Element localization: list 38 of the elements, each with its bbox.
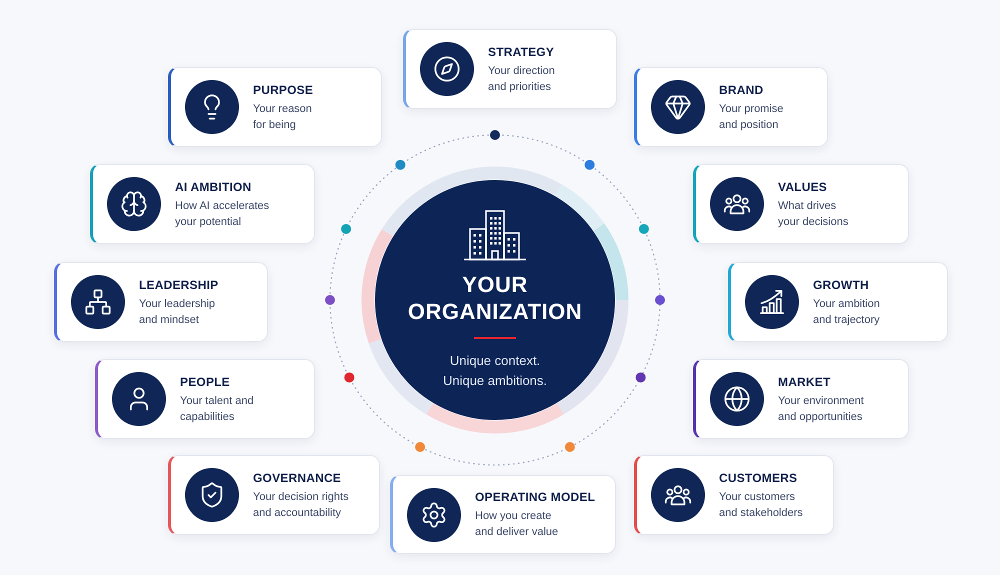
card-description: Your customers and stakeholders bbox=[719, 490, 804, 520]
card-title: GROWTH bbox=[813, 276, 870, 292]
card-title: MARKET bbox=[778, 374, 832, 390]
card-title: AI AMBITION bbox=[175, 178, 252, 194]
card-title: CUSTOMERS bbox=[719, 470, 798, 486]
card-title: PURPOSE bbox=[253, 82, 314, 98]
card-description: Your leadership and mindset bbox=[139, 296, 216, 328]
card-description: Your decision rights and accountability bbox=[253, 490, 350, 520]
card-title: BRAND bbox=[719, 82, 764, 98]
card-title: GOVERNANCE bbox=[253, 470, 342, 486]
card-description: Your talent and capabilities bbox=[180, 394, 255, 424]
card-description: What drives your decisions bbox=[778, 198, 850, 230]
info-card bbox=[95, 359, 315, 439]
info-card bbox=[168, 455, 380, 535]
info-card bbox=[390, 475, 616, 554]
info-card bbox=[693, 359, 909, 439]
card-description: How AI accelerates your potential bbox=[175, 198, 270, 230]
card-description: Your promise and position bbox=[719, 102, 784, 132]
info-card bbox=[54, 262, 268, 342]
card-description: Your environment and opportunities bbox=[778, 394, 865, 424]
info-card bbox=[634, 455, 834, 535]
card-title: LEADERSHIP bbox=[139, 276, 220, 292]
card-title: VALUES bbox=[778, 178, 828, 194]
center-title: YOUR ORGANIZATION bbox=[406, 271, 584, 325]
card-title: PEOPLE bbox=[180, 374, 231, 390]
card-title: STRATEGY bbox=[488, 44, 556, 60]
center-subtitle: Unique context. Unique ambitions. bbox=[442, 352, 548, 390]
info-card bbox=[728, 262, 948, 342]
info-card bbox=[168, 67, 382, 147]
info-card bbox=[693, 164, 909, 244]
info-card bbox=[403, 29, 617, 109]
card-description: Your ambition and trajectory bbox=[813, 296, 881, 328]
card-description: How you create and deliver value bbox=[475, 509, 560, 540]
card-title: OPERATING MODEL bbox=[475, 489, 596, 505]
card-description: Your reason for being bbox=[253, 102, 313, 132]
info-card bbox=[634, 67, 828, 147]
card-description: Your direction and priorities bbox=[488, 64, 556, 94]
info-card bbox=[90, 164, 315, 244]
